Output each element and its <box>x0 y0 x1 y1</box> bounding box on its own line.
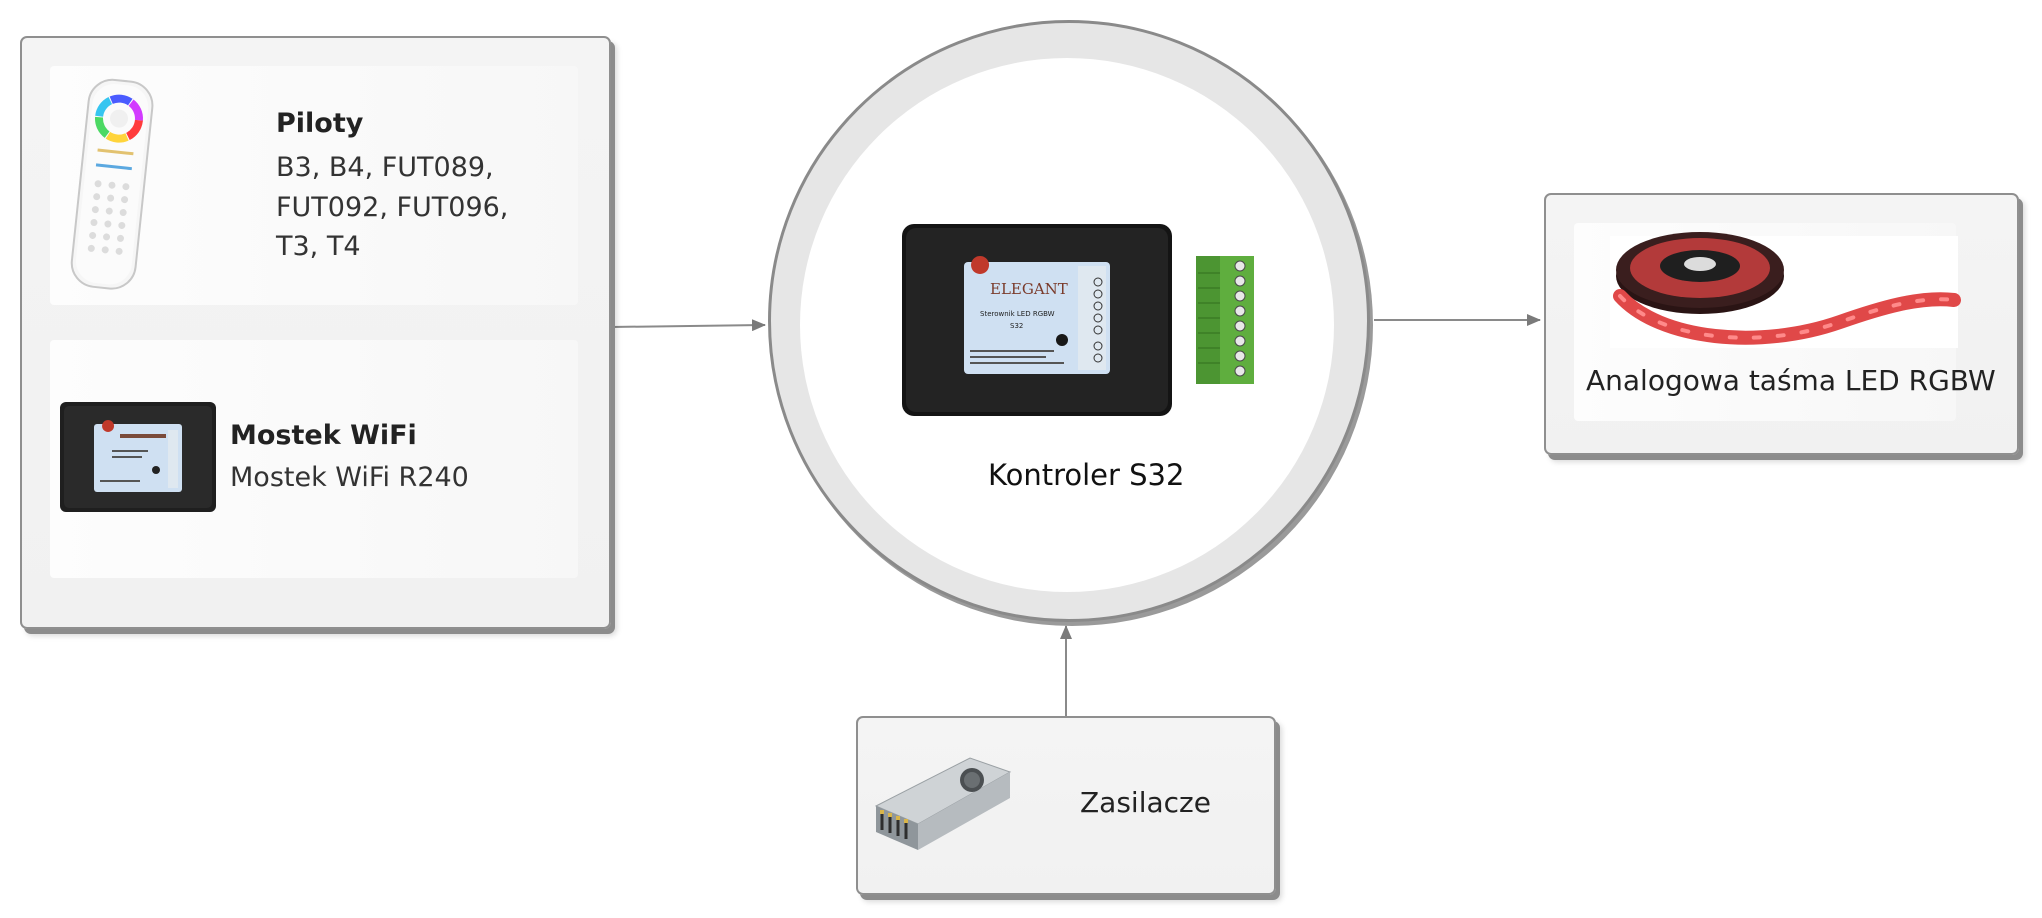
remotes-title: Piloty <box>276 108 364 139</box>
wifi-bridge-title: Mostek WiFi <box>230 420 417 451</box>
remotes-model-line: T3, T4 <box>276 231 361 262</box>
led-strip-title: Analogowa taśma LED RGBW <box>1586 364 1996 397</box>
wifi-bridge-model: Mostek WiFi R240 <box>230 462 469 493</box>
controller-device-label: Sterownik LED RGBW <box>980 310 1055 318</box>
controller-label-plate <box>964 262 1110 374</box>
remotes-model-line: B3, B4, FUT089, <box>276 152 494 183</box>
controller-brand: ELEGANT <box>990 280 1068 298</box>
controller-title: Kontroler S32 <box>988 458 1185 492</box>
controller-device-model: S32 <box>1010 322 1023 330</box>
remotes-model-line: FUT092, FUT096, <box>276 191 509 223</box>
power-supply-title: Zasilacze <box>1080 786 1211 819</box>
arrow-inputs-to-controller <box>610 319 766 332</box>
remotes-model-list: B3, B4, FUT089, FUT092, FUT096, T3, T4 <box>276 148 508 267</box>
